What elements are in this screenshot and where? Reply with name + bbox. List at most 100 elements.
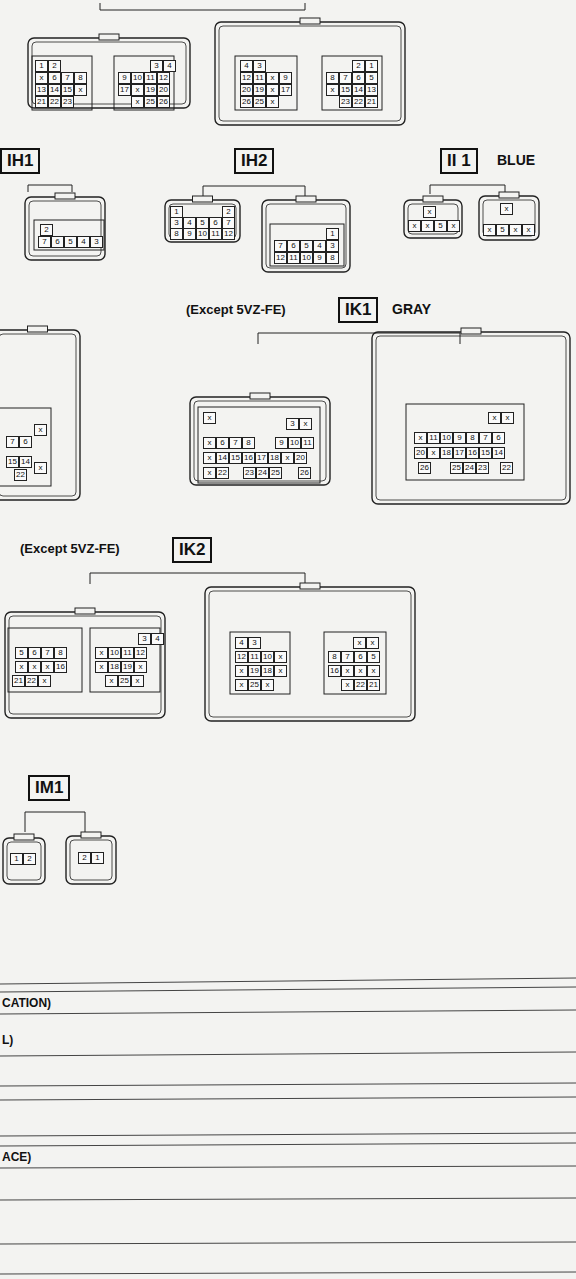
lock-tab [423,196,443,202]
housing-inner [194,401,326,481]
pin-number: 12 [157,72,170,84]
pin-number: x [488,412,501,424]
pin-number: 11 [248,651,261,663]
pin-number: x [131,84,144,96]
bracket [258,333,460,344]
pin-number: 21 [12,675,25,687]
pin-number: 4 [235,637,248,649]
pin-number: 2 [78,852,91,864]
model-note: (Except 5VZ-FE) [186,302,286,317]
lock-tab [461,328,481,334]
rule-line [0,987,576,992]
housing-inner [0,334,76,496]
pin-number: 9 [118,72,131,84]
pin-number: 15 [479,447,492,459]
rule-line [0,1052,576,1056]
pin-number: 10 [288,437,301,449]
pin-number: 7 [229,437,242,449]
pin-number: x [421,220,434,232]
bracket [430,185,505,194]
pin-number: 20 [414,447,427,459]
pin-number: 13 [365,84,378,96]
pin-number: x [41,661,54,673]
pin-number: 22 [14,469,27,481]
pin-number: 19 [248,665,261,677]
pin-number: 10 [196,228,209,240]
connector-code: II 1 [447,151,471,170]
connector-code-box: IH2 [234,148,274,174]
pin-number: 7 [6,436,19,448]
lock-tab [300,18,320,24]
rule-line [0,1242,576,1244]
pin-number: x [423,206,436,218]
connector-housing [205,587,415,721]
form-lines [0,978,576,1274]
pin-block [406,404,524,480]
pin-number: 20 [240,84,253,96]
pin-number: 14 [352,84,365,96]
pin-number: x [35,72,48,84]
lock-tab [28,326,48,332]
pin-number: x [95,647,108,659]
pin-number: 4 [313,240,326,252]
pin-number: 5 [434,220,447,232]
pin-number: 22 [500,462,513,474]
pin-number: 9 [275,437,288,449]
pin-number: 5 [15,647,28,659]
pin-number: 2 [40,224,53,236]
pin-number: 8 [54,647,67,659]
connector-housing [3,838,45,884]
pin-number: 19 [253,84,266,96]
pin-number: x [266,84,279,96]
connector-housings [0,18,570,884]
pin-number: 25 [248,679,261,691]
pin-number: 23 [243,467,256,479]
pin-number: 2 [23,853,36,865]
pin-number: 22 [352,96,365,108]
pin-number: 13 [35,84,48,96]
pin-number: 22 [25,675,38,687]
pin-number: x [38,675,51,687]
pin-number: 1 [326,228,339,240]
pin-number: 5 [367,651,380,663]
pin-number: 10 [131,72,144,84]
pin-number: 7 [41,647,54,659]
pin-block [32,56,92,110]
pin-number: x [367,665,380,677]
pin-number: 25 [144,96,157,108]
bracket [100,3,305,10]
rule-line [0,978,576,984]
pin-number: 8 [170,228,183,240]
pin-number: 20 [157,84,170,96]
pin-number: 11 [427,432,440,444]
pin-number: x [131,96,144,108]
pin-number: 1 [365,60,378,72]
pin-number: x [203,467,216,479]
pin-number: 14 [19,456,32,468]
housing-inner [9,616,161,714]
pin-number: 21 [367,679,380,691]
connector-housing [66,836,116,884]
pin-number: x [34,462,47,474]
pin-number: 23 [476,462,489,474]
pin-number: 7 [341,651,354,663]
pin-number: 3 [150,60,163,72]
pin-number: 1 [91,852,104,864]
bracket [90,573,305,584]
pin-number: x [203,452,216,464]
pin-number: x [105,675,118,687]
pin-number: 14 [216,452,229,464]
pin-number: 26 [240,96,253,108]
pin-number: x [28,661,41,673]
pin-number: 11 [253,72,266,84]
pin-number: 5 [365,72,378,84]
lock-tab [300,583,320,589]
pin-number: x [131,675,144,687]
pin-number: 2 [48,60,61,72]
rule-line [0,1083,576,1086]
pin-number: 1 [10,853,23,865]
pin-number: 15 [229,452,242,464]
connector-housing [215,22,405,125]
connector-code: IH1 [7,151,33,170]
pin-number: 12 [274,252,287,264]
